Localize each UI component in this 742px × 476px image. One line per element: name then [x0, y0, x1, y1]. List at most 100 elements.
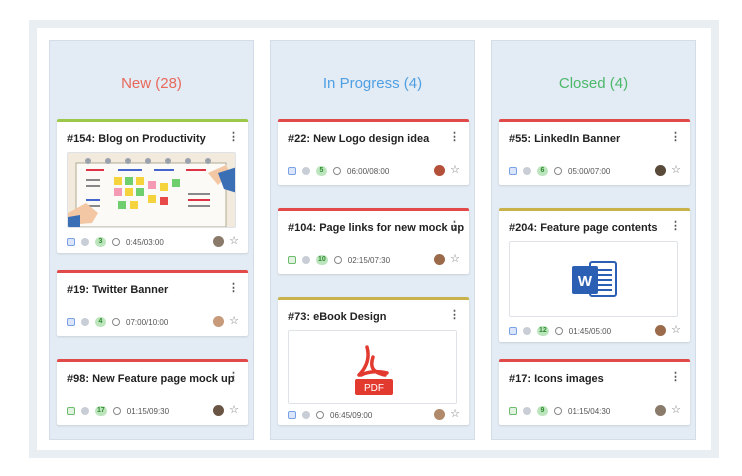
column-title-closed: Closed (4) [558, 75, 629, 92]
checklist-icon [509, 407, 517, 415]
attachment-icon [81, 407, 89, 415]
task-card-98[interactable]: #98: New Feature page mock up ⋮ 17 01:15… [57, 359, 248, 425]
kanban-board: New (28) #154: Blog on Productivity ⋮ [37, 28, 711, 450]
task-card-154[interactable]: #154: Blog on Productivity ⋮ [57, 119, 248, 253]
card-meta: 06:45/09:00 [288, 408, 372, 422]
card-menu-icon[interactable]: ⋮ [670, 131, 681, 143]
card-menu-icon[interactable]: ⋮ [449, 220, 460, 232]
assignee-avatar[interactable] [655, 325, 666, 336]
star-icon[interactable]: ☆ [450, 164, 460, 176]
assignee-avatar[interactable] [434, 409, 445, 420]
time-tracked: 06:45/09:00 [330, 410, 373, 420]
checklist-icon [67, 238, 75, 246]
star-icon[interactable]: ☆ [450, 408, 460, 420]
card-menu-icon[interactable]: ⋮ [670, 220, 681, 232]
clock-icon [333, 167, 341, 175]
clock-icon [316, 411, 324, 419]
card-meta: 5 06:00/08:00 [288, 164, 389, 178]
clock-icon [112, 318, 120, 326]
task-card-204[interactable]: #204: Feature page contents ⋮ W 12 [499, 208, 690, 342]
clock-icon [333, 256, 342, 264]
clock-icon [112, 407, 121, 415]
time-tracked: 0:45/03:00 [126, 237, 164, 247]
card-menu-icon[interactable]: ⋮ [228, 282, 239, 294]
clock-icon [112, 238, 120, 246]
time-tracked: 01:15/09:30 [126, 406, 170, 416]
card-title: #73: eBook Design [288, 311, 387, 323]
checklist-icon [67, 318, 75, 326]
productivity-board-illustration [68, 153, 235, 227]
card-menu-icon[interactable]: ⋮ [449, 309, 460, 321]
assignee-avatar[interactable] [434, 254, 445, 265]
pdf-label: PDF [364, 383, 384, 394]
time-tracked: 07:00/10:00 [126, 317, 169, 327]
board-frame: New (28) #154: Blog on Productivity ⋮ [29, 20, 719, 458]
comment-count-badge: 12 [537, 326, 549, 336]
pdf-attachment-preview[interactable]: PDF [288, 330, 457, 404]
assignee-avatar[interactable] [213, 316, 224, 327]
pdf-file-icon: PDF [355, 345, 393, 395]
time-tracked: 02:15/07:30 [347, 255, 391, 265]
attachment-icon [523, 327, 531, 335]
assignee-avatar[interactable] [213, 236, 224, 247]
card-meta: 10 02:15/07:30 [288, 253, 390, 267]
star-icon[interactable]: ☆ [671, 324, 681, 336]
attachment-icon [523, 407, 531, 415]
checklist-icon [67, 407, 75, 415]
star-icon[interactable]: ☆ [229, 235, 239, 247]
card-menu-icon[interactable]: ⋮ [228, 371, 239, 383]
word-label: W [578, 273, 593, 290]
clock-icon [554, 407, 562, 415]
task-card-19[interactable]: #19: Twitter Banner ⋮ 4 07:00/10:00 ☆ [57, 270, 248, 336]
column-title-new: New (28) [121, 75, 182, 92]
star-icon[interactable]: ☆ [229, 315, 239, 327]
comment-count-badge: 10 [316, 255, 328, 265]
task-card-55[interactable]: #55: LinkedIn Banner ⋮ 6 05:00/07:00 ☆ [499, 119, 690, 185]
task-card-73[interactable]: #73: eBook Design ⋮ PDF 06:45/09:00 ☆ [278, 297, 469, 425]
clock-icon [554, 167, 562, 175]
card-title: #17: Icons images [509, 373, 604, 385]
time-tracked: 05:00/07:00 [568, 166, 611, 176]
card-meta: 6 05:00/07:00 [509, 164, 610, 178]
assignee-avatar[interactable] [434, 165, 445, 176]
card-title: #22: New Logo design idea [288, 133, 430, 145]
star-icon[interactable]: ☆ [671, 404, 681, 416]
card-meta: 9 01:15/04:30 [509, 404, 610, 418]
column-new: New (28) #154: Blog on Productivity ⋮ [49, 40, 254, 440]
attachment-icon [302, 256, 310, 264]
comment-count-badge: 17 [95, 406, 107, 416]
card-title: #19: Twitter Banner [67, 284, 169, 296]
comment-count-badge: 3 [95, 237, 106, 247]
card-meta: 12 01:45/05:00 [509, 324, 611, 338]
assignee-avatar[interactable] [655, 405, 666, 416]
star-icon[interactable]: ☆ [229, 404, 239, 416]
attachment-icon [523, 167, 531, 175]
task-card-17[interactable]: #17: Icons images ⋮ 9 01:15/04:30 ☆ [499, 359, 690, 425]
time-tracked: 01:45/05:00 [568, 326, 612, 336]
attachment-icon [81, 318, 89, 326]
card-meta: 4 07:00/10:00 [67, 315, 168, 329]
column-in-progress: In Progress (4) #22: New Logo design ide… [270, 40, 475, 440]
task-card-22[interactable]: #22: New Logo design idea ⋮ 5 06:00/08:0… [278, 119, 469, 185]
checklist-icon [288, 167, 296, 175]
card-title: #104: Page links for new mock up [288, 222, 465, 234]
card-menu-icon[interactable]: ⋮ [449, 131, 460, 143]
card-title: #154: Blog on Productivity [67, 133, 206, 145]
assignee-avatar[interactable] [655, 165, 666, 176]
card-title: #55: LinkedIn Banner [509, 133, 621, 145]
clock-icon [554, 327, 563, 335]
attachment-icon [302, 411, 310, 419]
card-menu-icon[interactable]: ⋮ [670, 371, 681, 383]
card-meta: 3 0:45/03:00 [67, 235, 164, 249]
time-tracked: 01:15/04:30 [568, 406, 611, 416]
checklist-icon [288, 411, 296, 419]
card-menu-icon[interactable]: ⋮ [228, 131, 239, 143]
word-attachment-preview[interactable]: W [509, 241, 678, 317]
card-title: #98: New Feature page mock up [67, 373, 235, 385]
star-icon[interactable]: ☆ [671, 164, 681, 176]
attachment-icon [81, 238, 89, 246]
task-card-104[interactable]: #104: Page links for new mock up ⋮ 10 02… [278, 208, 469, 274]
star-icon[interactable]: ☆ [450, 253, 460, 265]
checklist-icon [288, 256, 296, 264]
assignee-avatar[interactable] [213, 405, 224, 416]
